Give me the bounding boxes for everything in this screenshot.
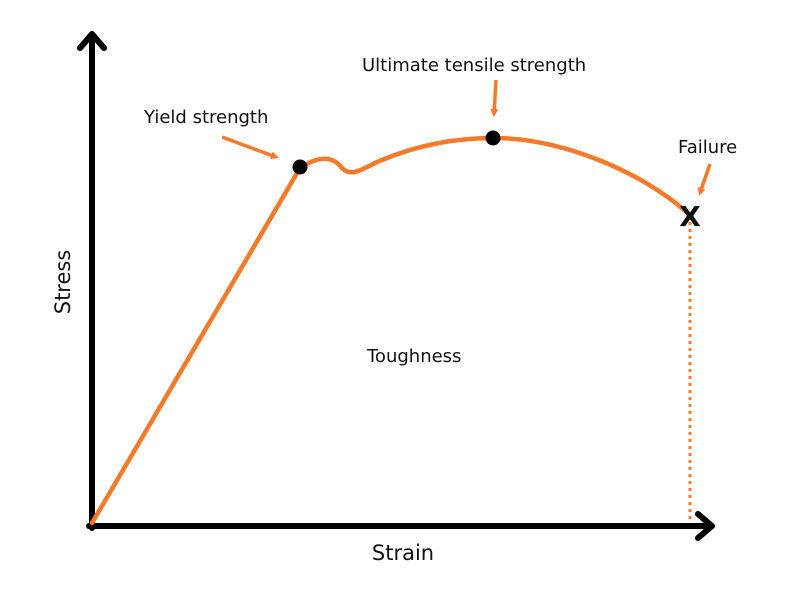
- yield-arrow: [221, 135, 279, 160]
- y-axis-label: Stress: [51, 250, 75, 315]
- stress-strain-curve: [89, 135, 693, 526]
- yield-strength-label: Yield strength: [143, 107, 268, 128]
- ultimate-strength-marker: [485, 130, 501, 146]
- ultimate-arrow: [490, 79, 499, 117]
- x-axis-arrowhead: [695, 511, 715, 541]
- axes: [77, 31, 715, 541]
- failure-label: Failure: [678, 137, 737, 158]
- failure-arrow: [697, 163, 712, 196]
- failure-marker: X: [679, 200, 701, 233]
- yield-point-marker: [292, 159, 308, 175]
- toughness-label: Toughness: [366, 346, 461, 367]
- y-axis-arrowhead: [77, 31, 107, 51]
- ultimate-tensile-strength-label: Ultimate tensile strength: [362, 55, 586, 76]
- x-axis-label: Strain: [372, 541, 434, 565]
